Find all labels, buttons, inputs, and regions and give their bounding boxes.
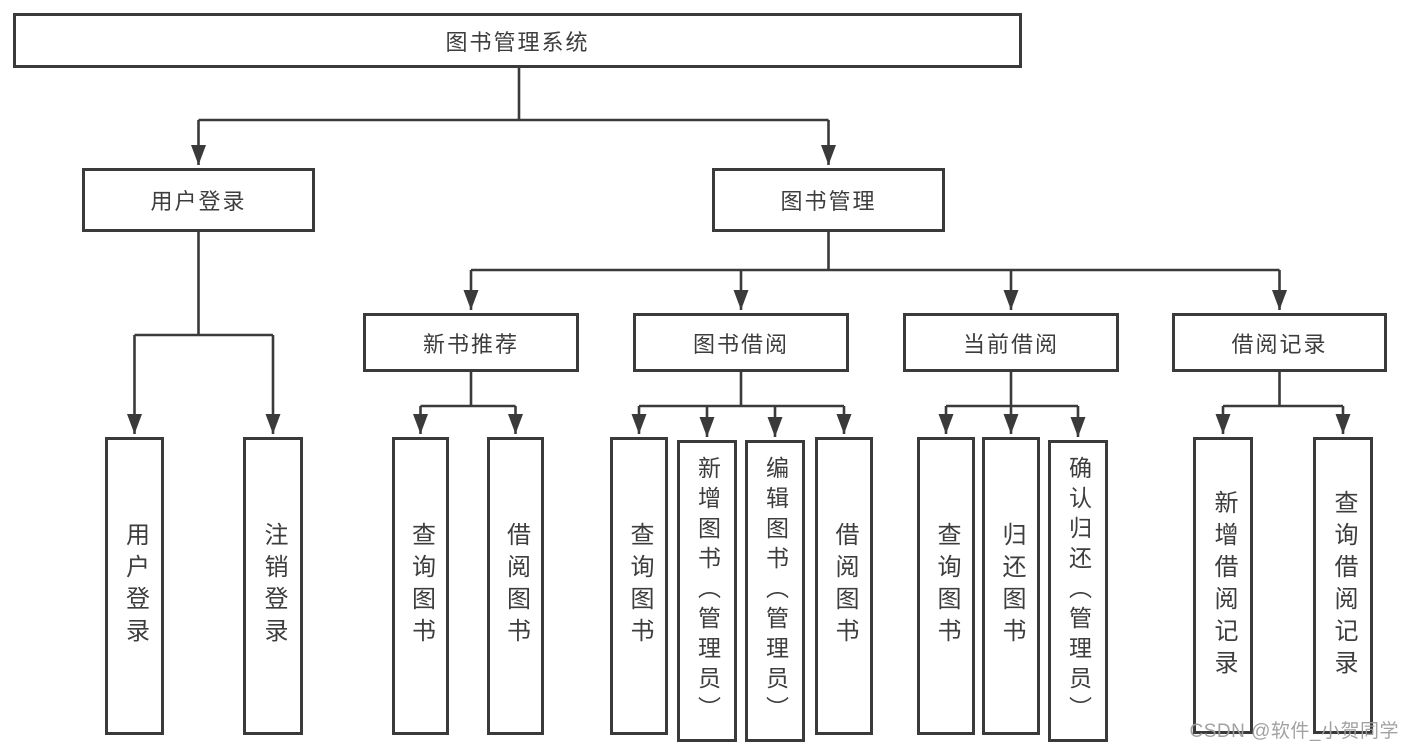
- leaf-logout: 注销登录: [243, 437, 303, 735]
- node-borrow-records: 借阅记录: [1172, 313, 1387, 372]
- leaf-user-login: 用户登录: [105, 437, 164, 735]
- leaf-br-query-record: 查询借阅记录: [1313, 437, 1373, 734]
- watermark: CSDN @软件_小贺同学: [1189, 721, 1399, 742]
- node-book-management: 图书管理: [712, 168, 945, 232]
- leaf-bb-add-books-admin: 新增图书（管理员）: [677, 440, 737, 742]
- connector-root-to-level2: [191, 68, 836, 165]
- node-new-book-recommend: 新书推荐: [363, 313, 579, 372]
- connector-book-management-children: [463, 232, 1287, 310]
- leaf-nbr-borrow-books: 借阅图书: [487, 437, 544, 735]
- leaf-cb-query-books: 查询图书: [917, 437, 975, 735]
- leaf-nbr-query-books: 查询图书: [392, 437, 449, 735]
- node-book-management-system: 图书管理系统: [13, 13, 1022, 68]
- leaf-br-add-record: 新增借阅记录: [1193, 437, 1253, 734]
- node-user-login: 用户登录: [82, 168, 315, 232]
- node-book-borrow: 图书借阅: [633, 313, 849, 372]
- node-current-borrow: 当前借阅: [903, 313, 1119, 372]
- connector-new-book-recommend-children: [413, 372, 523, 434]
- connector-book-borrow-children: [631, 372, 852, 437]
- leaf-bb-query-books: 查询图书: [610, 437, 668, 735]
- connector-borrow-records-children: [1215, 372, 1351, 434]
- connector-user-login-children: [127, 232, 281, 434]
- connector-current-borrow-children: [938, 372, 1086, 437]
- leaf-bb-edit-books-admin: 编辑图书（管理员）: [745, 440, 805, 742]
- leaf-bb-borrow-books: 借阅图书: [815, 437, 873, 735]
- leaf-cb-confirm-return-admin: 确认归还（管理员）: [1048, 440, 1108, 742]
- leaf-cb-return-books: 归还图书: [982, 437, 1040, 735]
